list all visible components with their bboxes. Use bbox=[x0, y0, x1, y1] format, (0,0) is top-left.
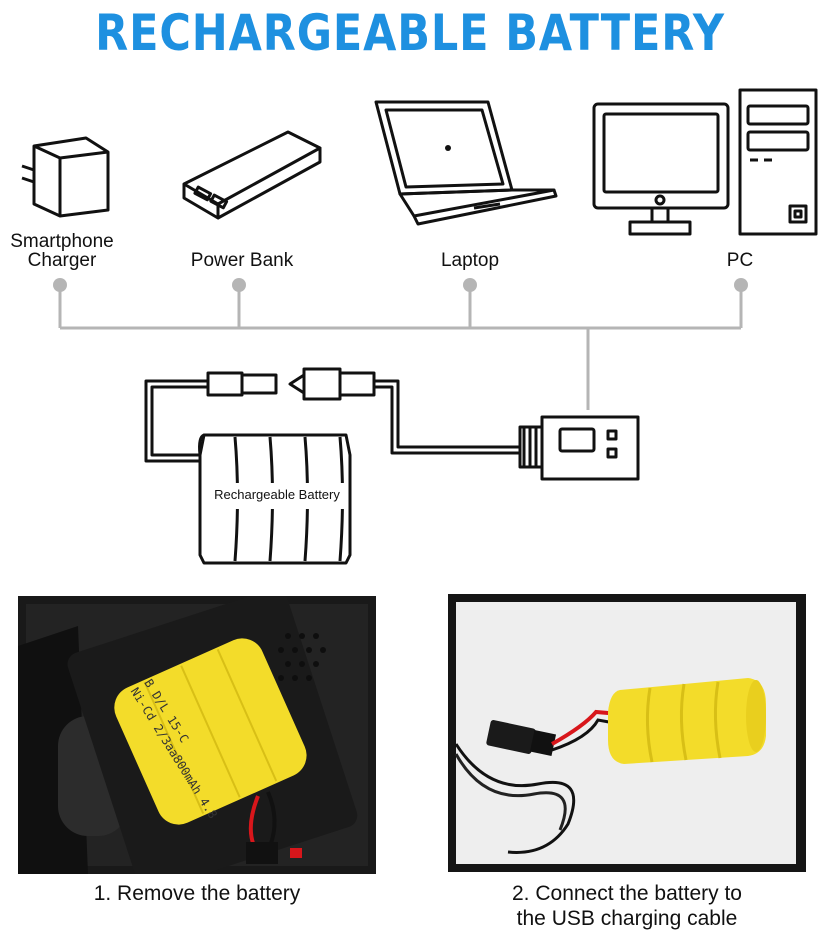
battery-compartment-illustration bbox=[18, 588, 376, 892]
yellow-battery-pack bbox=[114, 638, 307, 825]
source-label-power-bank: Power Bank bbox=[190, 250, 294, 271]
photo-connect-battery bbox=[448, 594, 806, 872]
charger-icon bbox=[21, 136, 110, 218]
connection-diagram bbox=[53, 278, 748, 410]
source-label-smartphone-charger: Smartphone Charger bbox=[10, 231, 114, 271]
usb-plug-head bbox=[540, 415, 640, 481]
caption-connect-battery: 2. Connect the battery to the USB chargi… bbox=[512, 882, 742, 930]
source-label-laptop: Laptop bbox=[440, 250, 500, 271]
yellow-battery-pack-right bbox=[608, 678, 766, 764]
photo-remove-battery: B D/L 15-C Ni-Cd 2/3aa800mAh 4.8 bbox=[18, 588, 376, 892]
laptop-icon bbox=[374, 100, 558, 226]
battery-usb-illustration bbox=[448, 594, 806, 872]
battery-pack bbox=[198, 433, 352, 565]
jst-connector-female bbox=[206, 371, 244, 397]
pc-icon bbox=[592, 88, 818, 236]
battery-label: Rechargeable Battery bbox=[214, 487, 340, 502]
caption-remove-battery: 1. Remove the battery bbox=[93, 882, 301, 905]
power-bank-icon bbox=[182, 130, 322, 220]
hub-dot-charger bbox=[53, 278, 67, 292]
source-label-pc: PC bbox=[726, 250, 754, 271]
hub-dot-power-bank bbox=[232, 278, 246, 292]
jst-connector-male bbox=[302, 367, 342, 401]
battery-cable-diagram bbox=[144, 367, 640, 565]
hub-dot-laptop bbox=[463, 278, 477, 292]
hub-dot-pc bbox=[734, 278, 748, 292]
page-title: RECHARGEABLE BATTERY bbox=[95, 4, 725, 62]
